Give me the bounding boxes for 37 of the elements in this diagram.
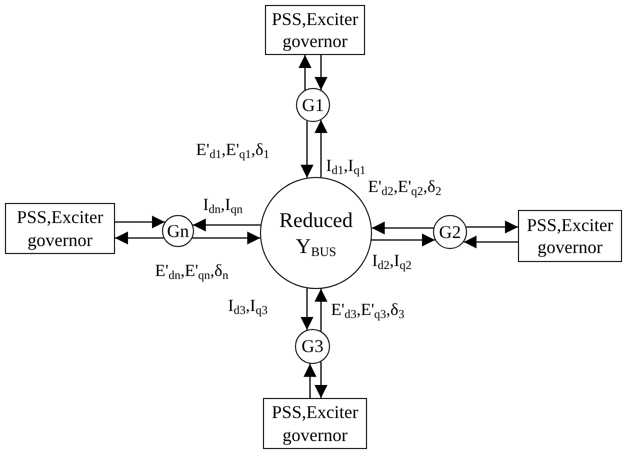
edge-label: E'$_{d2}$,E'$_{q2}$,δ$_{2}$ (368, 178, 442, 195)
node-label: Reduced Y$_{BUS}$ (278, 206, 354, 260)
arrow (192, 232, 260, 244)
node-label: PSS,Exciter governor (16, 206, 104, 251)
edge-label: I$_{d1}$,I$_{q1}$ (326, 157, 366, 174)
arrow (372, 222, 434, 234)
controller-box (5, 203, 115, 254)
node-label: G1 (302, 94, 324, 116)
arrow (115, 232, 164, 244)
edge-label: E'$_{dn}$,E'$_{qn}$,δ$_{n}$ (155, 262, 228, 279)
node-label: PSS,Exciter governor (526, 214, 614, 258)
arrow (298, 55, 312, 90)
arrow (466, 220, 518, 234)
edge-label: I$_{dn}$,I$_{qn}$ (203, 196, 243, 213)
node-label: PSS,Exciter governor (270, 8, 360, 52)
arrow (192, 218, 261, 232)
arrow (314, 362, 328, 398)
node-label: G2 (439, 220, 461, 244)
node-label: Gn (167, 220, 189, 242)
arrow (304, 364, 316, 398)
node-label: PSS,Exciter governor (270, 401, 360, 446)
edge-label: I$_{d3}$,I$_{q3}$ (228, 297, 268, 314)
edge-label: I$_{d2}$,I$_{q2}$ (372, 252, 412, 269)
controller-box (518, 210, 622, 262)
arrow (372, 234, 435, 246)
arrow (314, 288, 328, 332)
arrow (300, 288, 314, 330)
edge-label: E'$_{d3}$,E'$_{q3}$,δ$_{3}$ (331, 301, 404, 318)
edge-label: E'$_{d1}$,E'$_{q1}$,δ$_{1}$ (196, 141, 270, 158)
controller-box (263, 398, 367, 449)
arrow (464, 236, 518, 248)
arrow (314, 120, 328, 178)
arrow (115, 216, 165, 228)
arrow (300, 120, 314, 178)
controller-box (265, 5, 365, 55)
arrow (314, 55, 328, 90)
node-label: G3 (302, 335, 324, 358)
